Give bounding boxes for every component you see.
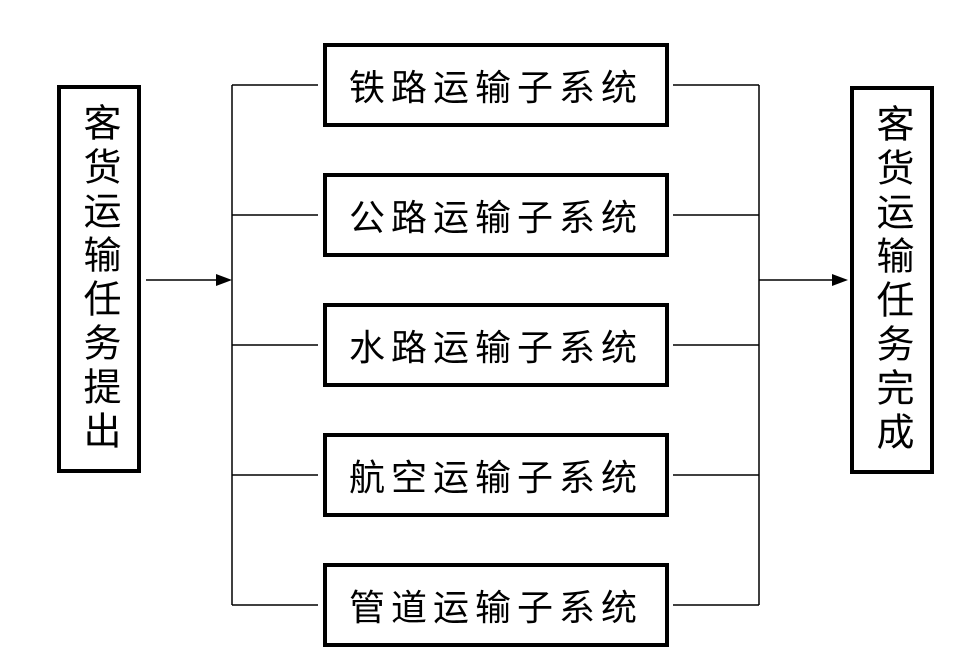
subsystem-label: 航空运输子系统 xyxy=(348,458,643,499)
input-task-box: 客货运输任务提出 xyxy=(57,85,141,473)
output-arrow-head xyxy=(832,274,848,286)
subsystem-box-railway: 铁路运输子系统 xyxy=(323,43,669,127)
output-task-box: 客货运输任务完成 xyxy=(850,86,934,474)
subsystem-box-highway: 公路运输子系统 xyxy=(323,173,669,257)
subsystem-label: 铁路运输子系统 xyxy=(348,68,643,109)
subsystem-box-waterway: 水路运输子系统 xyxy=(323,303,669,387)
subsystem-box-pipeline: 管道运输子系统 xyxy=(323,563,669,647)
subsystem-box-aviation: 航空运输子系统 xyxy=(323,433,669,517)
subsystem-label: 水路运输子系统 xyxy=(348,328,643,369)
subsystem-label: 管道运输子系统 xyxy=(348,588,643,629)
output-task-label: 客货运输任务完成 xyxy=(870,104,914,456)
subsystem-label: 公路运输子系统 xyxy=(348,198,643,239)
input-arrow-head xyxy=(216,274,232,286)
input-task-label: 客货运输任务提出 xyxy=(77,103,121,455)
